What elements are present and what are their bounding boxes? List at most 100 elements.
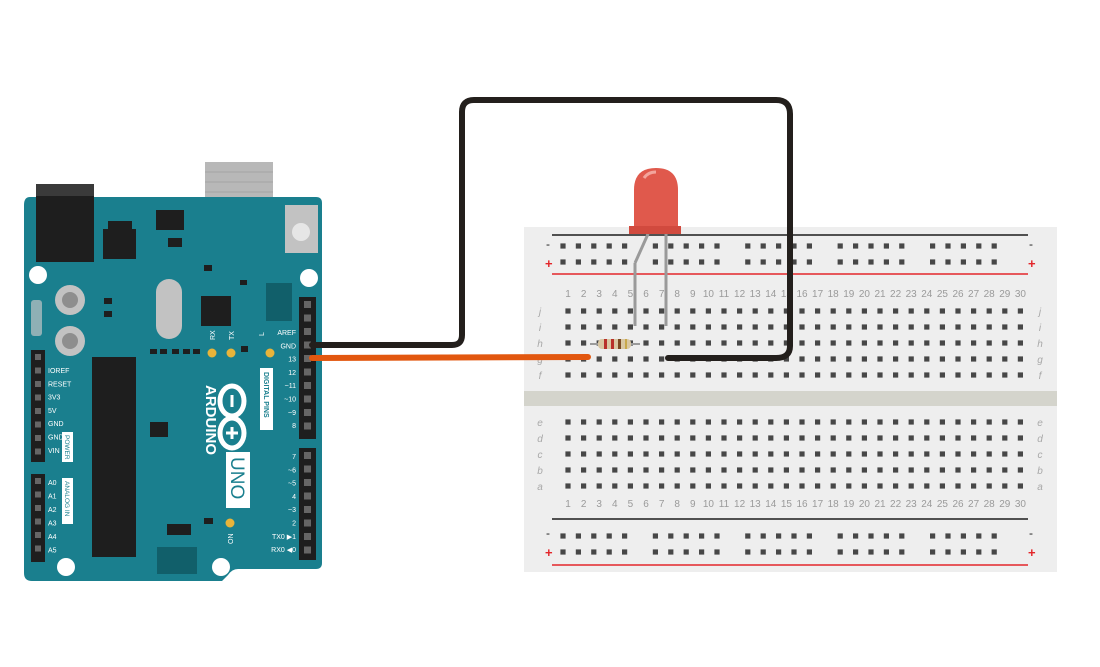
column-label: 30: [1015, 289, 1027, 300]
breadboard-hole: [752, 340, 758, 346]
breadboard-hole: [565, 324, 571, 330]
rail-minus-top-right: -: [1029, 237, 1033, 251]
header-socket: [304, 395, 311, 403]
breadboard-hole: [627, 356, 633, 362]
breadboard-hole: [627, 372, 633, 378]
breadboard-hole: [971, 372, 977, 378]
power-analog-header: [31, 350, 45, 562]
rail-hole: [714, 549, 720, 555]
column-label: 2: [581, 499, 587, 510]
rail-hole: [683, 549, 689, 555]
header-socket: [304, 409, 311, 416]
breadboard-hole: [783, 324, 789, 330]
row-label: g: [1037, 355, 1043, 366]
breadboard-hole: [924, 372, 930, 378]
rail-minus-top-left: -: [546, 237, 550, 251]
voltage-regulator: [103, 229, 136, 259]
led-highlight: [642, 170, 657, 179]
breadboard-hole: [721, 308, 727, 314]
digital-pin-label: TX0 ▶1: [272, 534, 296, 541]
breadboard-hole: [783, 340, 789, 346]
arduino-logo: [217, 383, 247, 451]
column-label: 1: [565, 289, 571, 300]
breadboard-hole: [830, 483, 836, 489]
column-label: 8: [674, 499, 680, 510]
power-pin-label: RESET: [48, 381, 72, 388]
breadboard-hole: [877, 308, 883, 314]
rail-hole: [868, 243, 874, 249]
header-socket: [304, 465, 311, 473]
breadboard-hole: [783, 483, 789, 489]
header-socket: [304, 533, 311, 540]
rail-hole: [699, 243, 705, 249]
breadboard-hole: [737, 435, 743, 441]
breadboard-hole: [893, 308, 899, 314]
column-label: 13: [750, 499, 762, 510]
header-socket: [35, 505, 41, 511]
breadboard-hole: [596, 356, 602, 362]
breadboard-hole: [924, 483, 930, 489]
header-strip: [31, 474, 45, 562]
header-strip: [299, 448, 316, 560]
column-label: 19: [843, 499, 855, 510]
breadboard-hole: [721, 467, 727, 473]
column-label: 11: [719, 499, 730, 510]
digital-pin-label: ~9: [288, 410, 296, 417]
breadboard-hole: [768, 372, 774, 378]
rail-hole: [791, 259, 797, 265]
breadboard-hole: [752, 467, 758, 473]
digital-pin-label: ~6: [288, 467, 296, 474]
breadboard-hole: [986, 308, 992, 314]
breadboard-hole: [596, 324, 602, 330]
header-socket: [304, 519, 311, 527]
breadboard-hole: [674, 483, 680, 489]
breadboard-hole: [627, 324, 633, 330]
breadboard-hole: [1002, 467, 1008, 473]
breadboard-hole: [908, 451, 914, 457]
column-label: 25: [937, 499, 949, 510]
rail-hole: [837, 549, 843, 555]
breadboard-hole: [830, 372, 836, 378]
breadboard-hole: [799, 356, 805, 362]
breadboard-hole: [939, 419, 945, 425]
breadboard-hole: [768, 467, 774, 473]
breadboard-hole: [971, 419, 977, 425]
header-socket: [35, 367, 41, 374]
breadboard-hole: [799, 324, 805, 330]
rail-hole: [575, 259, 581, 265]
breadboard-hole: [924, 324, 930, 330]
breadboard-hole: [939, 483, 945, 489]
breadboard-hole: [612, 356, 618, 362]
breadboard-hole: [830, 308, 836, 314]
breadboard-hole: [783, 356, 789, 362]
breadboard-hole: [737, 324, 743, 330]
rail-hole: [853, 533, 859, 539]
breadboard-hole: [690, 451, 696, 457]
header-socket: [304, 492, 311, 500]
column-label: 12: [734, 499, 746, 510]
breadboard-hole: [737, 372, 743, 378]
header-socket: [304, 479, 311, 486]
breadboard-hole: [581, 372, 587, 378]
breadboard-hole: [737, 308, 743, 314]
mounting-hole: [300, 269, 318, 287]
breadboard-hole: [1017, 467, 1023, 473]
breadboard-hole: [955, 435, 961, 441]
led-rim: [629, 226, 681, 234]
column-label: 23: [906, 289, 918, 300]
rail-hole: [791, 243, 797, 249]
breadboard-hole: [1002, 340, 1008, 346]
breadboard-hole: [612, 324, 618, 330]
breadboard-hole: [893, 324, 899, 330]
rail-hole: [560, 549, 566, 555]
rail-hole: [668, 533, 674, 539]
rail-minus-bottom-left: -: [546, 526, 550, 540]
power-pin-label: IOREF: [48, 368, 69, 375]
breadboard-hole: [643, 356, 649, 362]
breadboard-hole: [721, 435, 727, 441]
small-component: [168, 238, 182, 247]
rail-hole: [714, 243, 720, 249]
breadboard-hole: [893, 451, 899, 457]
breadboard-hole: [581, 308, 587, 314]
